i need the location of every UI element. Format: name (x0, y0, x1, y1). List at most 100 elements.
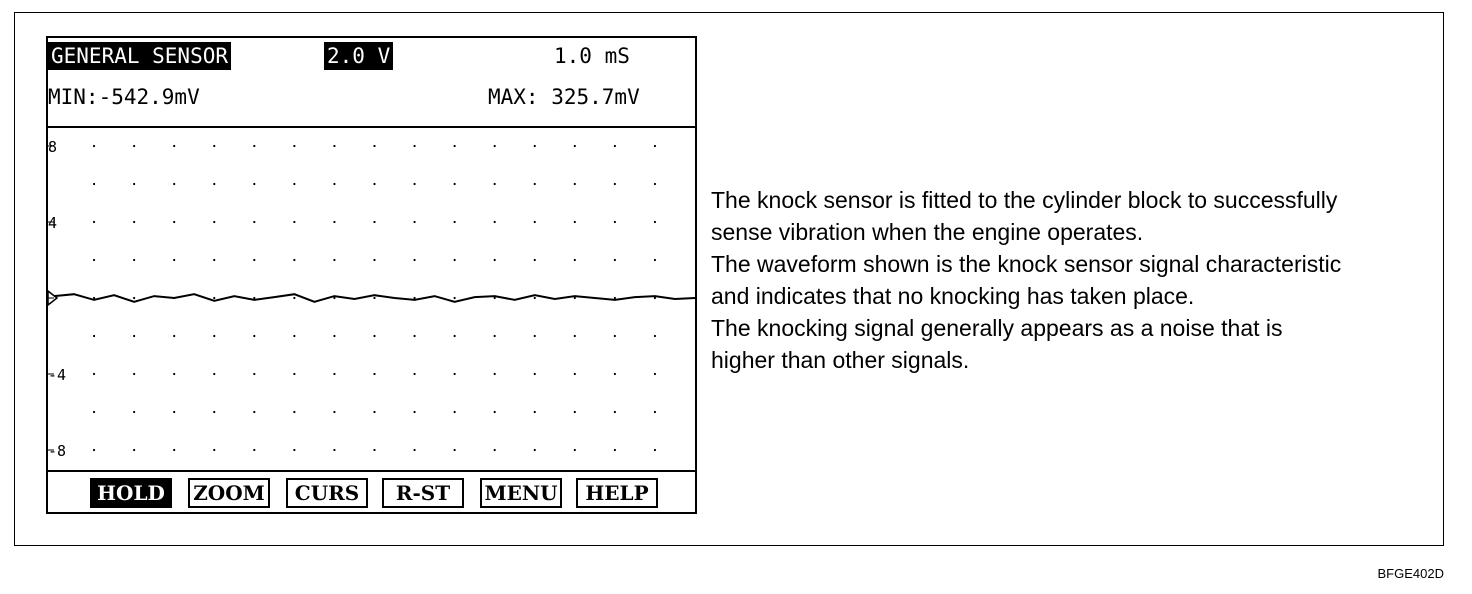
grid-dot (133, 144, 136, 148)
figure-frame (14, 12, 1444, 546)
grid-dot (413, 448, 416, 452)
curs-button[interactable]: CURS (286, 478, 368, 508)
waveform-chart: 84-4-8 (48, 138, 695, 460)
grid-dot (92, 296, 96, 300)
description-line: and indicates that no knocking has taken… (711, 283, 1195, 309)
grid-dot (213, 144, 216, 148)
grid-dot (653, 410, 657, 414)
r-st-button[interactable]: R-ST (382, 478, 464, 508)
grid-dot (253, 220, 256, 224)
waveform-trace (53, 293, 695, 303)
grid-dot (173, 448, 176, 452)
mode-label[interactable]: GENERAL SENSOR (48, 42, 232, 70)
grid-dot (493, 334, 496, 338)
grid-dot (213, 220, 216, 224)
grid-dot (213, 296, 216, 300)
y-tick-label: 8 (48, 138, 57, 156)
grid-dot (92, 372, 96, 376)
grid-dot (533, 410, 536, 414)
grid-dot (173, 258, 176, 262)
grid-dot (253, 258, 256, 262)
grid-dot (373, 182, 376, 186)
grid-dot (293, 296, 296, 300)
grid-dot (653, 372, 657, 376)
grid-dot (293, 220, 296, 224)
grid-dot (413, 182, 416, 186)
grid-dot (333, 144, 336, 148)
grid-dot (453, 220, 456, 224)
grid-dot (253, 410, 256, 414)
grid-dot (92, 220, 96, 224)
grid-dot (453, 258, 456, 262)
grid-dot (533, 296, 536, 300)
description-line: The knock sensor is fitted to the cylind… (711, 187, 1338, 213)
grid-dot (453, 296, 456, 300)
grid-dot (92, 144, 96, 148)
grid-dot (373, 220, 376, 224)
grid-dot (133, 220, 136, 224)
grid-dot (213, 182, 216, 186)
zoom-button[interactable]: ZOOM (188, 478, 270, 508)
grid-dot (453, 182, 456, 186)
grid-dot (213, 334, 216, 338)
grid-dot (533, 334, 536, 338)
grid-dot (213, 448, 216, 452)
zero-marker-icon (48, 290, 59, 306)
grid-dot (333, 448, 336, 452)
grid-dot (413, 410, 416, 414)
grid-dot (333, 258, 336, 262)
menu-button[interactable]: MENU (480, 478, 562, 508)
grid-dot (133, 334, 136, 338)
grid-dot (613, 448, 616, 452)
grid-dot (493, 296, 496, 300)
grid-dot (573, 220, 576, 224)
grid-dots (92, 144, 657, 452)
grid-dot (373, 334, 376, 338)
grid-dot (653, 334, 657, 338)
grid-dot (333, 296, 336, 300)
grid-dot (653, 220, 657, 224)
grid-dot (293, 372, 296, 376)
grid-dot (293, 410, 296, 414)
grid-dot (493, 220, 496, 224)
grid-dot (653, 448, 657, 452)
grid-dot (453, 144, 456, 148)
grid-dot (92, 182, 96, 186)
grid-dot (293, 144, 296, 148)
grid-dot (133, 258, 136, 262)
grid-dot (533, 144, 536, 148)
grid-dot (92, 334, 96, 338)
grid-dot (253, 144, 256, 148)
grid-dot (573, 372, 576, 376)
help-button[interactable]: HELP (576, 478, 658, 508)
grid-dot (413, 144, 416, 148)
grid-dot (253, 448, 256, 452)
grid-dot (333, 334, 336, 338)
grid-dot (213, 410, 216, 414)
grid-dot (293, 334, 296, 338)
softkey-bar: HOLD ZOOM CURS R-ST MENU HELP (48, 474, 695, 512)
grid-dot (373, 410, 376, 414)
grid-dot (653, 144, 657, 148)
grid-dot (373, 296, 376, 300)
volt-div-label[interactable]: 2.0 V (324, 42, 394, 70)
max-reading: MAX: 325.7mV (488, 85, 640, 109)
description-line: higher than other signals. (711, 347, 970, 373)
grid-dot (413, 296, 416, 300)
grid-dot (533, 448, 536, 452)
time-div-label[interactable]: 1.0 mS (554, 44, 630, 68)
grid-dot (453, 448, 456, 452)
hold-button[interactable]: HOLD (90, 478, 172, 508)
grid-dot (573, 182, 576, 186)
grid-dot (92, 448, 96, 452)
grid-dot (613, 334, 616, 338)
grid-dot (92, 258, 96, 262)
description-line: sense vibration when the engine operates… (711, 219, 1144, 245)
grid-dot (333, 372, 336, 376)
grid-dot (533, 220, 536, 224)
grid-dot (253, 182, 256, 186)
grid-dot (213, 258, 216, 262)
grid-dot (573, 296, 576, 300)
grid-dot (173, 410, 176, 414)
grid-dot (453, 410, 456, 414)
